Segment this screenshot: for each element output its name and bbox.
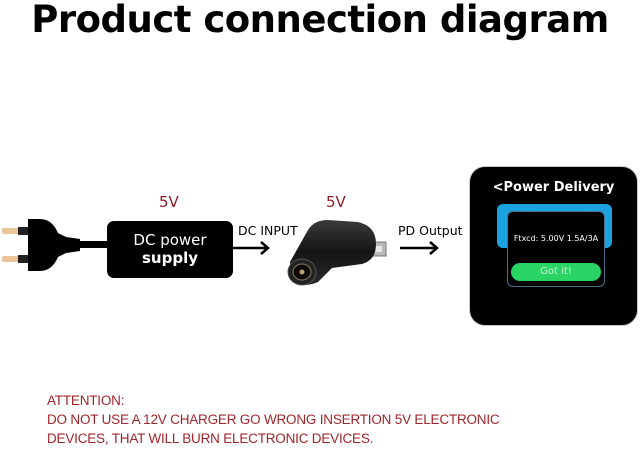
pd-dialog-text: Ftxcd: 5.00V 1.5A/3A — [513, 234, 599, 243]
attention-line-1: DO NOT USE A 12V CHARGER GO WRONG INSERT… — [47, 412, 500, 427]
attention-line-2: DEVICES, THAT WILL BURN ELECTRONIC DEVIC… — [47, 431, 374, 446]
pd-output-label: PD Output — [398, 223, 463, 238]
power-delivery-header[interactable]: <Power Delivery — [492, 180, 615, 195]
psu-label-line1: DC power — [133, 231, 207, 249]
arrow-right-icon — [400, 241, 439, 255]
dc-input-label: DC INPUT — [238, 223, 298, 238]
page-title: Product connection diagram — [31, 0, 609, 41]
psu-label-line2: supply — [141, 249, 198, 267]
dc-power-supply: DC power supply — [107, 221, 233, 278]
got-it-button[interactable]: Got it! — [511, 263, 601, 281]
power-plug-icon — [2, 219, 110, 271]
psu-voltage-label: 5V — [159, 193, 179, 211]
attention-notice: ATTENTION: DO NOT USE A 12V CHARGER GO W… — [47, 391, 500, 448]
attention-heading: ATTENTION: — [47, 393, 125, 408]
adapter-voltage-label: 5V — [326, 193, 346, 211]
phone-screen: <Power Delivery Ftxcd: 5.00V 1.5A/3A Got… — [469, 166, 638, 326]
pd-dialog: Ftxcd: 5.00V 1.5A/3A Got it! — [507, 211, 605, 287]
arrow-right-icon — [233, 241, 270, 255]
dc-to-mini-usb-adapter — [287, 220, 387, 286]
